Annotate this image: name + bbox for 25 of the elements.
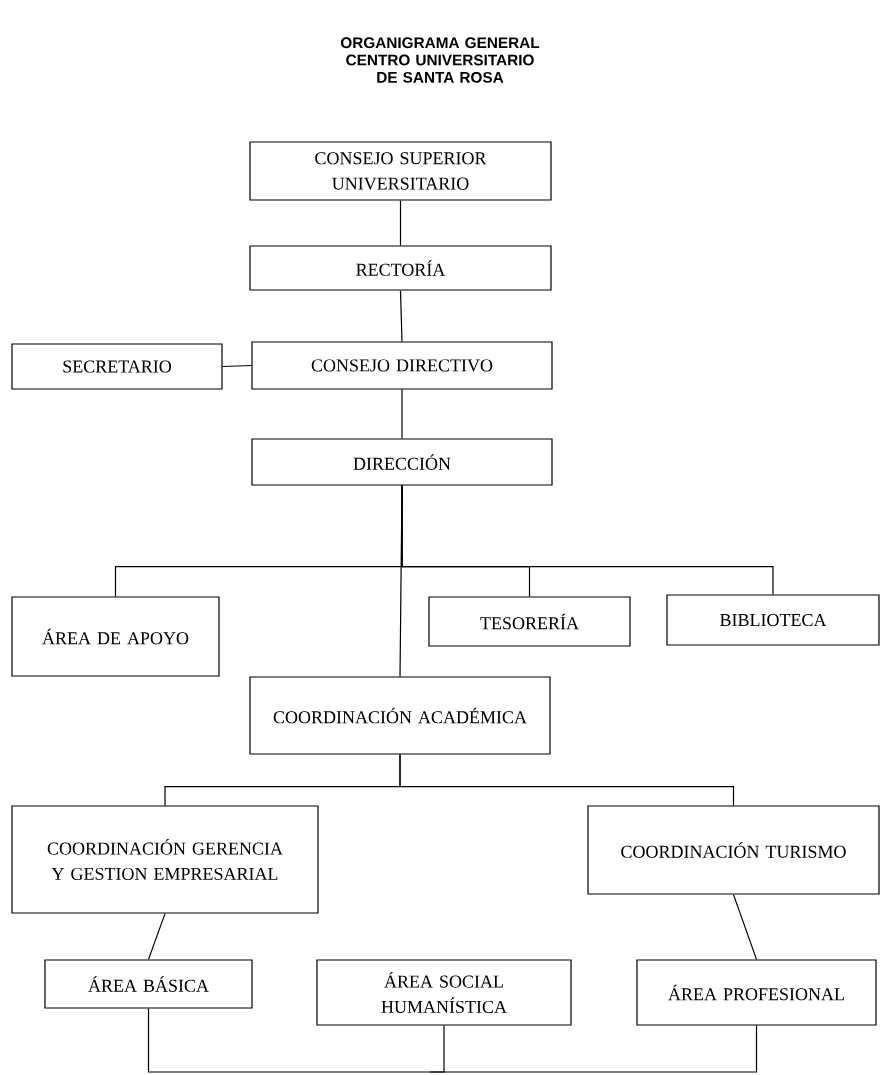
connector-line [147,913,166,960]
org-box: COORDINACIÓN TURISMO [587,805,880,895]
org-box: ÁREA PROFESIONAL [636,959,877,1026]
org-box: CONSEJO SUPERIOR UNIVERSITARIO [249,141,552,201]
connector-line [399,290,403,342]
org-box: ÁREA BÁSICA [44,959,253,1009]
title: ORGANIGRAMA GENERAL CENTRO UNIVERSITARIO DE SANTA ROSA [340,37,540,83]
connector-line [429,1025,758,1073]
connector-line [399,754,735,806]
org-box: ÁREA SOCIAL HUMANÍSTICA [316,959,572,1026]
connector-line [399,200,402,246]
connector-line [222,364,252,368]
org-box: COORDINACIÓN GERENCIA Y GESTION EMPRESARIAL [11,805,319,914]
connector-line [147,1008,431,1073]
org-box: RECTORÍA [249,245,552,291]
connector-line [401,389,403,439]
org-box: BIBLIOTECA [666,594,880,646]
org-box: COORDINACIÓN ACADÉMICA [249,676,551,755]
org-box: SECRETARIO [11,343,223,390]
org-box: CONSEJO DIRECTIVO [251,341,553,390]
org-box: DIRECCIÓN [251,438,553,486]
org-box: ÁREA DE APOYO [11,596,220,677]
connector-line [732,894,758,960]
connector-line [399,485,403,677]
org-box: TESORERÍA [428,596,631,647]
